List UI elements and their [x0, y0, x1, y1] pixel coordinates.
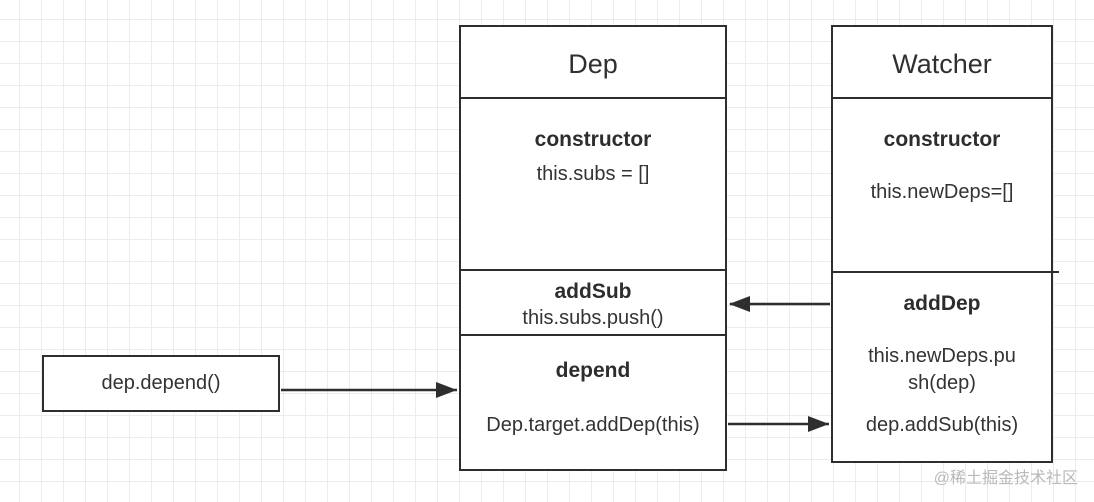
- dep-constructor-label: constructor: [534, 128, 652, 151]
- dep-constructor-code: this.subs = []: [536, 163, 650, 185]
- watcher-constructor-divider: [833, 271, 1059, 273]
- caller-box: dep.depend(): [42, 355, 280, 412]
- watcher-adddep-code-line2: sh(dep): [908, 372, 976, 394]
- dep-addsub-code: this.subs.push(): [522, 307, 664, 329]
- watermark: @稀土掘金技术社区: [933, 470, 1078, 487]
- watcher-adddep-code-line1: this.newDeps.pu: [868, 345, 1016, 367]
- watcher-adddep-label: addDep: [903, 292, 981, 315]
- dep-class-box: Dep constructor this.subs = [] addSub th…: [459, 25, 727, 471]
- arrow-adddep-to-addsub-head: [729, 296, 750, 312]
- dep-depend-label: depend: [555, 359, 631, 382]
- caller-label: dep.depend(): [101, 372, 221, 394]
- watcher-constructor-label: constructor: [883, 128, 1001, 151]
- dep-addsub-divider: [461, 334, 725, 336]
- dep-depend-code: Dep.target.addDep(this): [486, 414, 700, 436]
- watcher-title: Watcher: [892, 49, 992, 79]
- dep-title: Dep: [568, 49, 618, 79]
- watcher-constructor-code: this.newDeps=[]: [870, 181, 1014, 203]
- watcher-title-divider: [833, 97, 1051, 99]
- dep-title-divider: [461, 97, 725, 99]
- watcher-adddep-code-line3: dep.addSub(this): [865, 414, 1019, 436]
- dep-addsub-label: addSub: [554, 280, 632, 303]
- dep-constructor-divider: [461, 269, 725, 271]
- watcher-class-box: Watcher constructor this.newDeps=[] addD…: [831, 25, 1059, 463]
- arrow-depend-to-adddep-head: [808, 416, 829, 432]
- arrow-caller-to-depend-head: [436, 382, 457, 398]
